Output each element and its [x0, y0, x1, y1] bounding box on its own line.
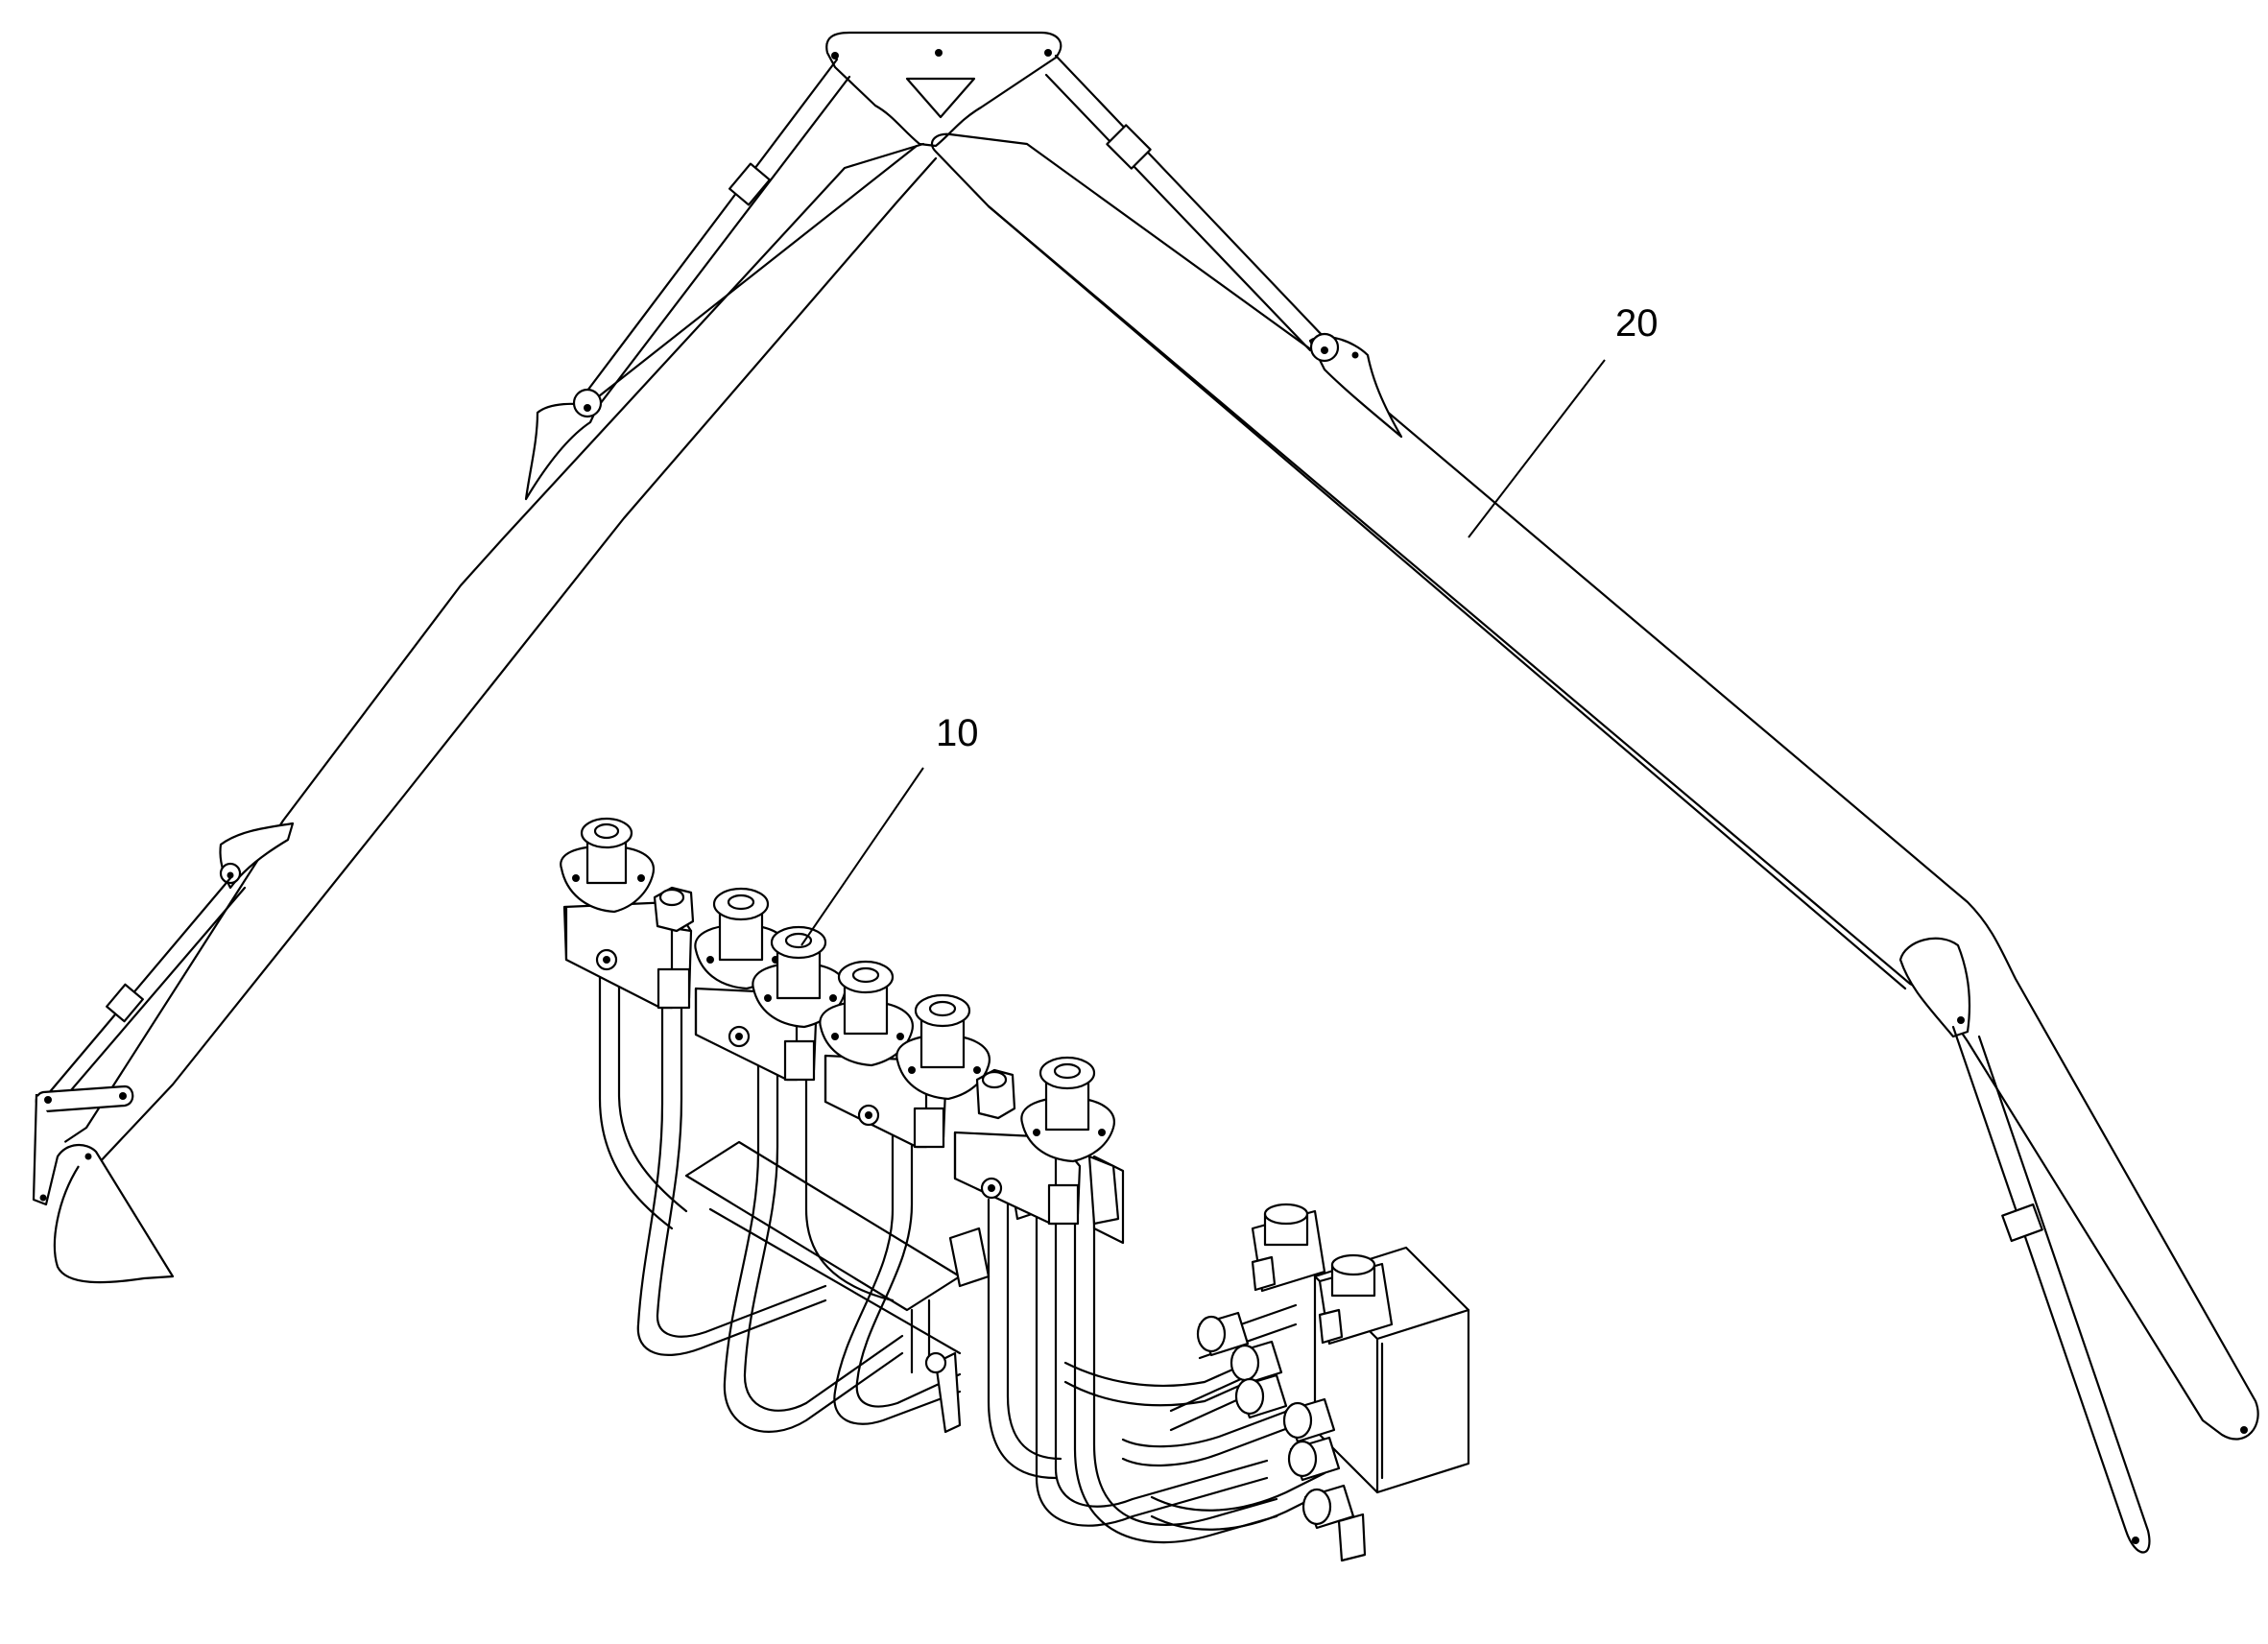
pin-dot: [1351, 351, 1359, 359]
manifold-block-1: [562, 900, 693, 1010]
callout-20: 20: [1468, 302, 1659, 538]
bucket: [32, 1093, 175, 1284]
leader-line-20: [1468, 359, 1606, 538]
mid-pivot-pin: [572, 388, 603, 418]
coupler-1: [560, 817, 656, 914]
leader-line-10: [800, 767, 924, 946]
pin-dot: [1321, 346, 1328, 354]
pin-dot: [2132, 1537, 2139, 1544]
coupler-4: [819, 960, 914, 1067]
fitting-hex-1: [653, 886, 695, 933]
hydraulic-manifold-assembly: [560, 817, 1470, 1562]
right-lower-cylinder: [1951, 1025, 2151, 1554]
right-upper-cylinder: [1044, 54, 1326, 352]
pin-dot: [39, 1194, 47, 1202]
bucket-cylinder: [46, 876, 247, 1106]
pin-dot: [1957, 1016, 1965, 1024]
cylinder-clamp: [106, 983, 144, 1023]
left-upper-cylinder: [580, 58, 851, 410]
pin-dot: [2240, 1426, 2248, 1434]
apex-bracket-plate: [825, 31, 1062, 148]
left-mid-bracket: [524, 402, 599, 501]
callout-10: 10: [800, 712, 979, 946]
left-boom-inner-edge: [94, 156, 938, 1168]
solenoid-1: [1251, 1203, 1326, 1293]
right-boom-inner-edge: [987, 204, 1907, 990]
coupler-6: [1020, 1056, 1115, 1163]
hydraulic-pipes: [598, 963, 1326, 1544]
left-boom-top-edge: [536, 144, 919, 419]
pin-dot: [44, 1096, 52, 1104]
pin-dot: [119, 1092, 127, 1100]
valve-fittings: [1196, 1311, 1367, 1562]
cylinder-clamp: [1106, 124, 1152, 170]
boom-arm-assembly: [32, 31, 2259, 1554]
pin-dot: [1044, 49, 1052, 57]
fitting-hex-2: [975, 1068, 1016, 1120]
apex-triangle-cutout: [905, 77, 976, 119]
coupler-5: [895, 993, 991, 1101]
solenoid-2: [1318, 1253, 1394, 1346]
pin-dot: [584, 404, 591, 412]
pin-dot: [227, 871, 234, 879]
right-lower-bracket: [1898, 937, 1971, 1038]
right-mid-bracket: [1308, 336, 1403, 439]
cylinder-clamp: [2001, 1203, 2043, 1243]
right-boom-outer-edge: [930, 132, 2259, 1441]
cylinder-clamp: [728, 162, 771, 206]
pin-dot: [831, 52, 839, 60]
pin-dot: [84, 1153, 92, 1160]
pin-dot: [935, 49, 943, 57]
left-boom-outer-edge: [56, 142, 925, 1149]
callout-label-10: 10: [936, 712, 979, 754]
callout-label-20: 20: [1615, 302, 1659, 345]
